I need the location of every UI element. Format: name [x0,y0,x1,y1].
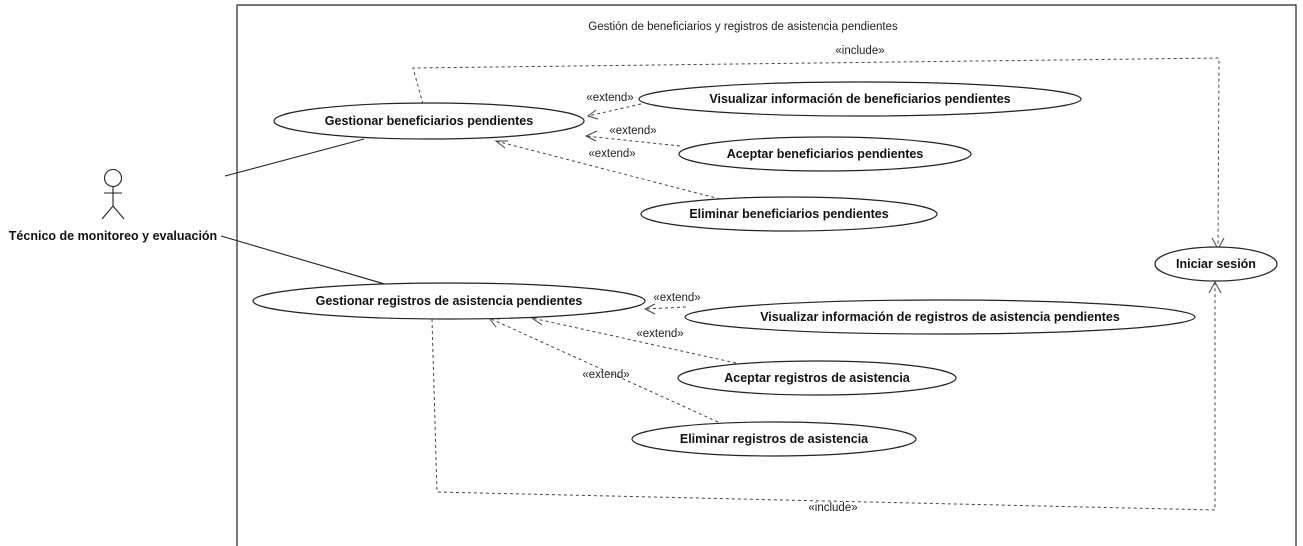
svg-text:Aceptar registros de asistenci: Aceptar registros de asistencia [724,371,911,385]
extend-eliminar-beneficiarios [494,140,721,200]
extend-label-aceptar-beneficiarios: «extend» [609,125,656,137]
use-case-gestionar-registros: Gestionar registros de asistencia pendie… [252,282,646,320]
use-case-iniciar-sesion: Iniciar sesión [1154,246,1278,282]
use-case-aceptar-beneficiarios: Aceptar beneficiarios pendientes [678,136,972,172]
svg-text:Visualizar información de regi: Visualizar información de registros de a… [760,310,1120,324]
svg-text:Aceptar beneficiarios pendient: Aceptar beneficiarios pendientes [727,147,924,161]
extend-label-eliminar-registros: «extend» [582,369,629,381]
use-case-visualizar-beneficiarios: Visualizar información de beneficiarios … [638,81,1082,117]
extend-label-aceptar-registros: «extend» [636,328,683,340]
use-case-gestionar-beneficiarios: Gestionar beneficiarios pendientes [273,102,585,140]
svg-text:Visualizar información de bene: Visualizar información de beneficiarios … [709,92,1010,106]
use-case-aceptar-registros: Aceptar registros de asistencia [677,360,957,396]
svg-text:Gestionar registros de asisten: Gestionar registros de asistencia pendie… [316,294,583,308]
include-relation-bottom [431,280,1222,511]
svg-text:Eliminar registros de asistenc: Eliminar registros de asistencia [680,432,869,446]
system-boundary [236,4,1297,546]
extend-visualizar-beneficiarios [586,103,642,120]
association-gestionar-beneficiarios [224,138,365,177]
system-title: Gestión de beneficiarios y registros de … [588,21,898,33]
use-case-eliminar-registros: Eliminar registros de asistencia [631,421,917,457]
extend-label-visualizar-registros: «extend» [653,292,700,304]
include-label-top: «include» [835,45,884,57]
use-case-visualizar-registros: Visualizar información de registros de a… [684,299,1196,335]
extend-visualizar-registros [643,303,687,315]
extend-aceptar-beneficiarios [584,130,681,147]
svg-text:Iniciar sesión: Iniciar sesión [1176,257,1256,271]
use-case-eliminar-beneficiarios: Eliminar beneficiarios pendientes [640,196,938,232]
svg-text:Eliminar beneficiarios pendien: Eliminar beneficiarios pendientes [689,207,888,221]
actor-label: Técnico de monitoreo y evaluación [9,229,217,243]
include-label-bottom: «include» [808,502,857,514]
extend-label-eliminar-beneficiarios: «extend» [588,148,635,160]
svg-text:Gestionar beneficiarios pendie: Gestionar beneficiarios pendientes [325,114,533,128]
actor-stick-figure [101,168,125,220]
extend-label-visualizar-beneficiarios: «extend» [586,92,633,104]
association-gestionar-registros [220,235,389,286]
